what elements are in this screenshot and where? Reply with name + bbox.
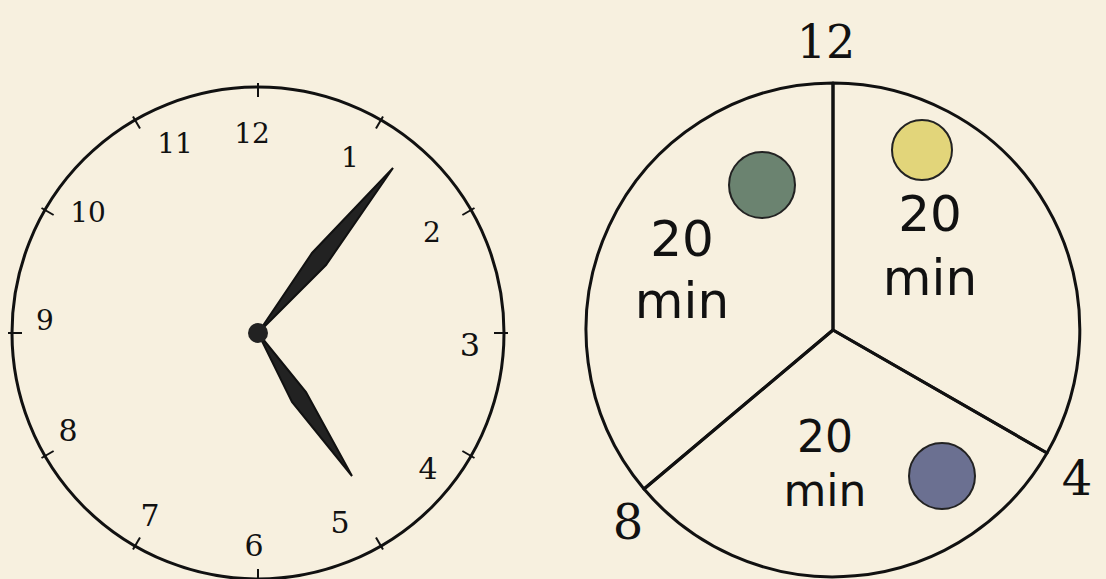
- sector-shape: [586, 83, 833, 489]
- clock-sector: 20 min: [638, 325, 1053, 579]
- sector-shape: [644, 330, 1047, 577]
- hour-tick: [8, 332, 22, 334]
- sector-shape: [833, 83, 1080, 453]
- hour-marker: 8: [613, 494, 644, 550]
- hour-marker: 12: [797, 15, 856, 69]
- color-dot: [892, 120, 952, 180]
- clock-number: 6: [244, 528, 263, 563]
- hour-tick: [257, 569, 259, 579]
- minute-hand: [258, 168, 393, 333]
- clock-number: 5: [330, 505, 349, 540]
- clock-number: 4: [418, 451, 437, 486]
- clock-number: 1: [341, 141, 359, 174]
- clock-sector: 20 min: [826, 75, 1088, 465]
- duration-label: 20 min: [850, 182, 1010, 310]
- hour-tick: [462, 208, 474, 215]
- hour-tick: [462, 451, 474, 458]
- hour-tick: [41, 208, 53, 215]
- hour-tick: [133, 116, 140, 128]
- clock-ticks: [8, 83, 508, 579]
- clock-number: 9: [36, 304, 54, 337]
- hour-tick: [494, 332, 508, 334]
- clock-number: 7: [140, 498, 159, 533]
- clock-number: 3: [460, 326, 480, 364]
- hour-tick: [133, 537, 140, 549]
- hour-tick: [376, 537, 383, 549]
- hour-tick: [257, 83, 259, 97]
- hour-tick: [376, 116, 383, 128]
- duration-label: 20 min: [612, 208, 752, 332]
- duration-label: 20 min: [760, 410, 890, 518]
- clock-face: [12, 87, 504, 579]
- clock-number: 8: [58, 413, 77, 448]
- color-dot: [909, 443, 975, 509]
- clock-number: 10: [70, 196, 106, 229]
- clock-number: 2: [423, 216, 441, 249]
- clock-number: 12: [234, 117, 270, 150]
- hour-tick: [41, 451, 53, 458]
- hour-marker: 4: [1062, 450, 1093, 506]
- clock-number: 11: [157, 127, 193, 160]
- color-dot: [729, 152, 795, 218]
- hour-hand: [258, 333, 352, 476]
- hand-pivot: [248, 323, 268, 343]
